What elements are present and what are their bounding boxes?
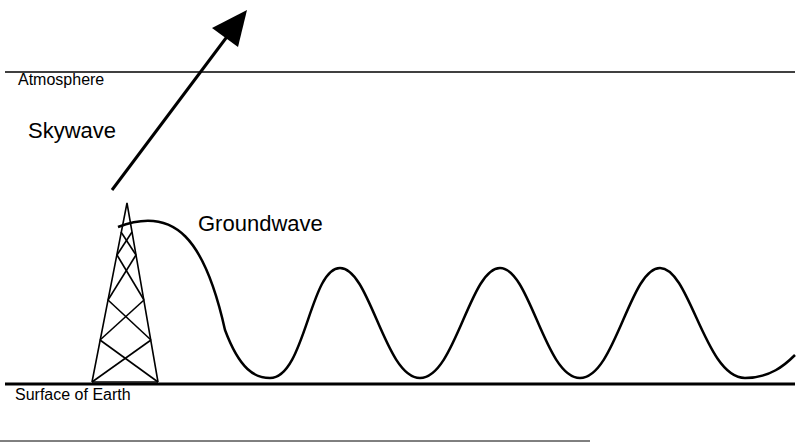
skywave-arrow bbox=[112, 10, 247, 190]
region-label: Atmosphere bbox=[18, 72, 104, 88]
groundwave-curve bbox=[118, 221, 795, 378]
tower-symbol bbox=[92, 203, 158, 382]
wave-label: Groundwave bbox=[198, 213, 323, 235]
atmosphere-line bbox=[5, 71, 795, 73]
wave-label: Skywave bbox=[28, 120, 116, 142]
earth-surface-line bbox=[5, 383, 795, 386]
region-label: Surface of Earth bbox=[15, 387, 131, 403]
rule-line bbox=[0, 441, 590, 442]
